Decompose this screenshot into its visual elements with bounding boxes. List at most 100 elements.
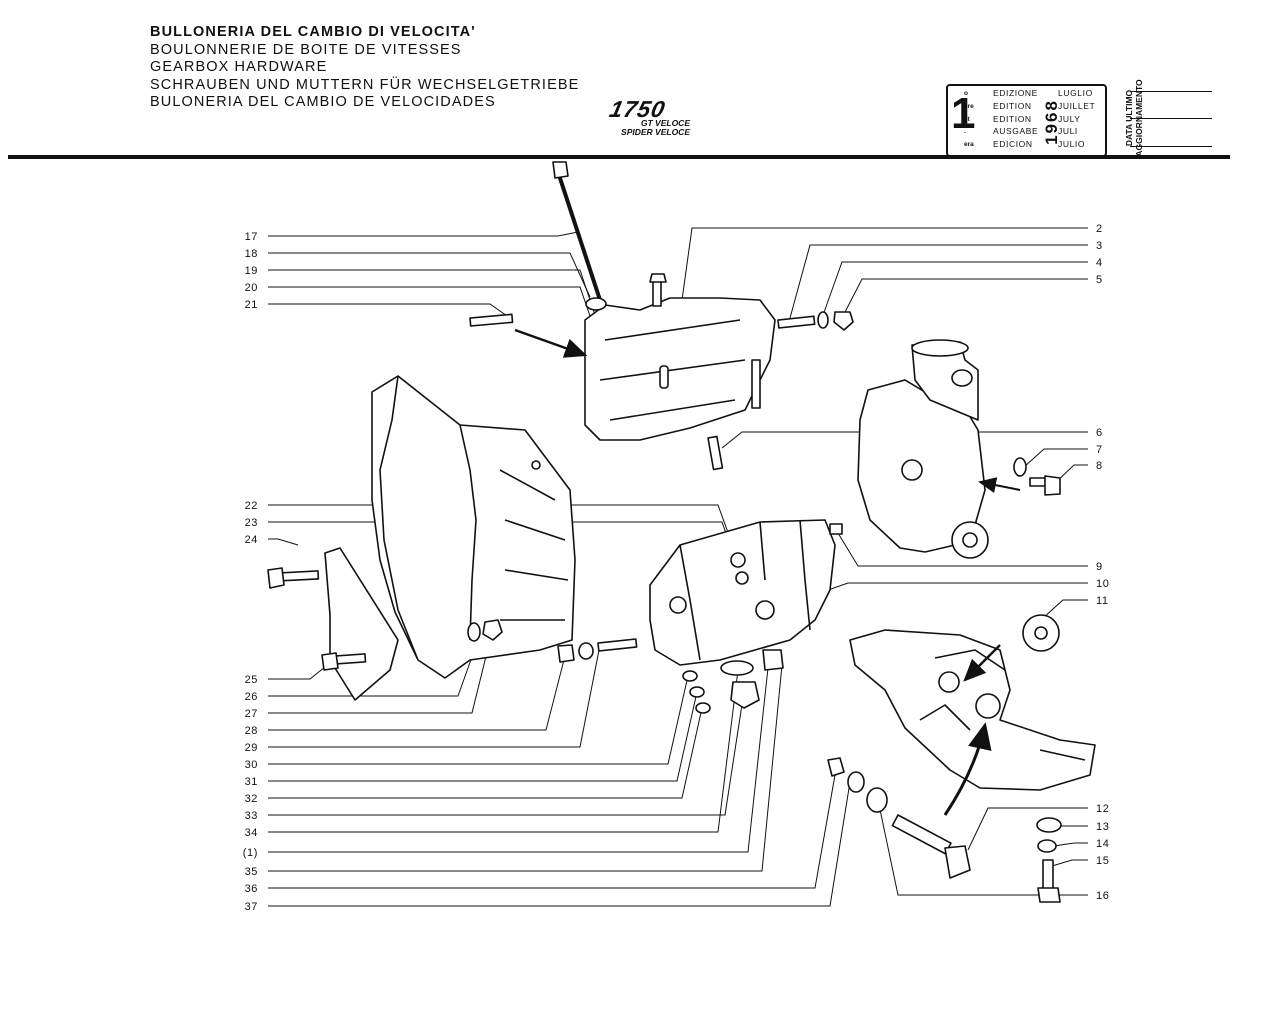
callout-label: 11 (1096, 595, 1109, 607)
leader-line (268, 538, 299, 546)
variant-spider-veloce: SPIDER VELOCE (621, 127, 690, 137)
gearbox-casing (649, 519, 836, 666)
edition-word: EDIZIONE (993, 88, 1038, 98)
leader-line (268, 303, 511, 319)
callout-label: 22 (245, 500, 258, 512)
callout-label: 19 (245, 265, 258, 277)
leader-line (268, 664, 783, 872)
callout-label: 35 (245, 866, 258, 878)
leader-line (789, 244, 1088, 319)
title-italian: BULLONERIA DEL CAMBIO DI VELOCITA' (150, 24, 476, 40)
callout-label: 37 (245, 901, 258, 913)
leader-line (967, 807, 1088, 851)
callout-label: 13 (1096, 821, 1109, 833)
leader-line (841, 278, 1088, 319)
leader-line (268, 286, 601, 346)
callout-label: 3 (1096, 240, 1103, 252)
callout-label: 32 (245, 793, 258, 805)
edition-box (946, 84, 1107, 157)
callout-label: 26 (245, 691, 258, 703)
callout-label: 14 (1096, 838, 1109, 850)
callout-label: 5 (1096, 274, 1103, 286)
callout-label: 29 (245, 742, 258, 754)
callout-label: 20 (245, 282, 258, 294)
edition-suffix: . (964, 128, 966, 135)
title-spanish: BULONERIA DEL CAMBIO DE VELOCIDADES (150, 94, 496, 111)
edition-suffix: o (964, 90, 968, 97)
callout-label: 12 (1096, 803, 1109, 815)
edition-month: JULY (1058, 114, 1081, 124)
part-drawings (267, 161, 1096, 903)
title-english: GEARBOX HARDWARE (150, 59, 328, 76)
callout-label: 18 (245, 248, 258, 260)
update-line (1130, 146, 1212, 147)
edition-word: AUSGABE (993, 126, 1039, 136)
leader-line (268, 684, 746, 816)
edition-month: JUILLET (1058, 101, 1096, 111)
callout-label: 31 (245, 776, 258, 788)
edition-suffix: st (964, 116, 970, 123)
callout-label: 7 (1096, 444, 1103, 456)
leader-line (827, 582, 1088, 591)
callout-label: 16 (1096, 890, 1109, 902)
edition-suffix: era (964, 141, 974, 148)
callout-label: 23 (245, 517, 258, 529)
leader-line (268, 651, 567, 731)
mount-bracket (849, 629, 1096, 791)
callout-label: 27 (245, 708, 258, 720)
callout-label: 21 (245, 299, 258, 311)
leader-line (268, 781, 851, 907)
callout-label: 36 (245, 883, 258, 895)
callout-label: (1) (243, 847, 258, 859)
leader-line (268, 662, 331, 680)
callout-label: 24 (245, 534, 258, 546)
callout-label: 34 (245, 827, 258, 839)
callout-labels: 171819202122232425262728293031323334(1)3… (243, 223, 1109, 913)
leader-line (268, 644, 601, 748)
hardware-set (267, 273, 1062, 903)
edition-month: JULIO (1058, 139, 1086, 149)
callout-label: 10 (1096, 578, 1109, 590)
callout-label: 17 (245, 231, 258, 243)
leader-line (1042, 599, 1088, 619)
callout-label: 8 (1096, 460, 1103, 472)
callout-label: 30 (245, 759, 258, 771)
variant-gt-veloce: GT VELOCE (640, 118, 690, 128)
leader-line (268, 252, 591, 298)
leader-line (268, 774, 836, 889)
title-german: SCHRAUBEN UND MUTTERN FÜR WECHSELGETRIEB… (150, 76, 580, 93)
callout-label: 4 (1096, 257, 1103, 269)
leader-line (1023, 448, 1088, 468)
edition-word: EDITION (993, 101, 1032, 111)
leader-line (268, 667, 769, 853)
update-line (1130, 118, 1212, 119)
edition-word: EDITION (993, 114, 1032, 124)
callout-label: 9 (1096, 561, 1103, 573)
edition-month: LUGLIO (1058, 88, 1093, 98)
leader-line (268, 707, 703, 799)
title-block: BULLONERIA DEL CAMBIO DI VELOCITA' BOULO… (150, 24, 579, 112)
leader-line (268, 675, 689, 765)
callout-label: 33 (245, 810, 258, 822)
callout-label: 25 (245, 674, 258, 686)
leader-line (1053, 842, 1088, 847)
leader-line (268, 269, 601, 331)
edition-word: EDICION (993, 139, 1033, 149)
callout-label: 28 (245, 725, 258, 737)
edition-number: 1 (951, 89, 976, 138)
leader-line (877, 799, 1088, 896)
callout-label: 2 (1096, 223, 1103, 235)
bell-housing (371, 375, 576, 679)
leader-line (1051, 859, 1088, 867)
leader-line (837, 532, 1088, 567)
long-tie-bolt (556, 171, 602, 301)
callout-label: 15 (1096, 855, 1109, 867)
update-line (1130, 91, 1212, 92)
header-rule (8, 155, 1230, 159)
leader-line (268, 669, 739, 833)
leader-line (268, 691, 698, 782)
callout-label: 6 (1096, 427, 1103, 439)
leader-line (268, 631, 493, 714)
leader-lines (268, 227, 1088, 907)
